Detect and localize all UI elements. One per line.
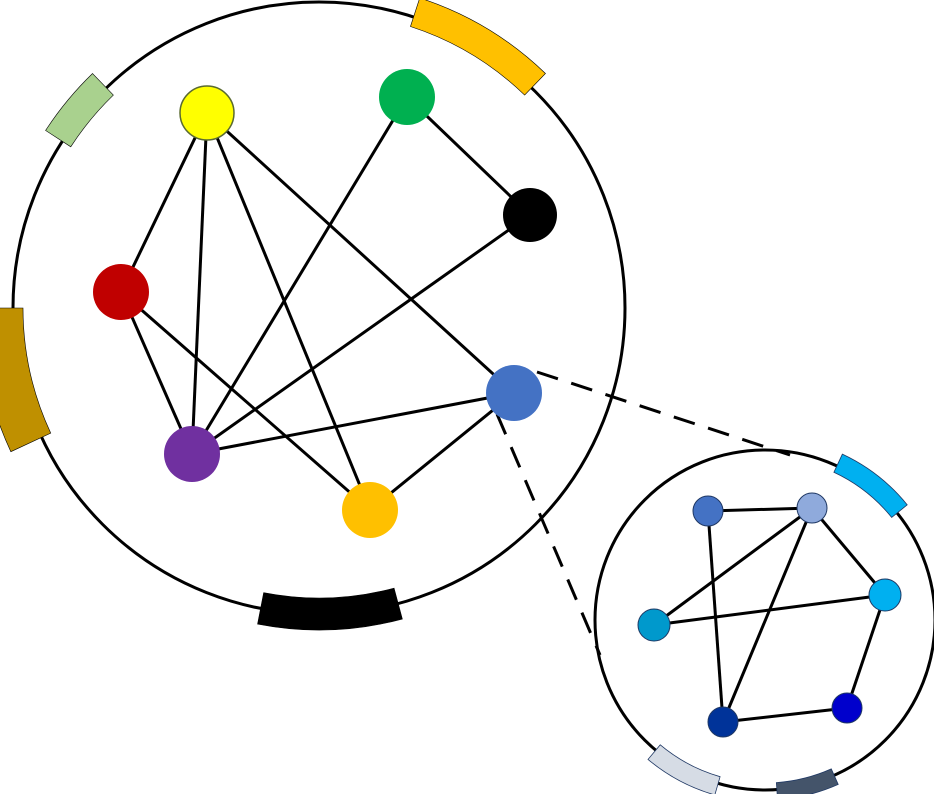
sub-node-s6 <box>831 692 863 724</box>
sub-node-s3 <box>868 578 902 612</box>
sub-node-s2 <box>796 492 828 524</box>
main-edge-green-purple <box>190 96 409 455</box>
main-arc-2 <box>410 0 546 96</box>
main-edge-yellow-red <box>119 112 209 293</box>
main-arc-1 <box>45 73 114 148</box>
main-network-nodes <box>93 69 557 538</box>
main-edge-yellow-purple <box>190 112 209 455</box>
main-edge-red-purple <box>119 291 194 455</box>
sub-network-edges <box>653 506 887 724</box>
main-node-yellow <box>179 85 235 141</box>
sub-node-s4 <box>637 608 671 642</box>
sub-node-s1 <box>692 495 724 527</box>
sub-arc-1 <box>833 453 908 518</box>
main-edge-yellow-blue <box>205 111 516 395</box>
sub-network-arcs <box>647 453 908 794</box>
main-edge-green-black <box>405 95 532 217</box>
main-edge-purple-blue <box>191 391 515 456</box>
sub-network-boundary <box>593 448 934 792</box>
main-edge-orange-blue <box>369 391 515 512</box>
sub-network-nodes <box>637 492 902 738</box>
main-node-black <box>503 188 557 242</box>
sub-edge-s4-s3 <box>653 593 886 627</box>
sub-arc-3 <box>775 768 839 794</box>
sub-edge-s2-s4 <box>653 506 813 627</box>
main-edge-red-orange <box>120 290 371 512</box>
main-arc-4 <box>257 587 403 631</box>
sub-node-s5 <box>707 706 739 738</box>
main-network-arcs <box>0 0 546 631</box>
main-node-orange <box>342 482 398 538</box>
main-node-red <box>93 264 149 320</box>
main-arc-3 <box>0 307 52 453</box>
zoom-connector-lower <box>495 413 602 656</box>
main-node-purple <box>164 426 220 482</box>
sub-edge-s2-s5 <box>721 507 814 723</box>
main-node-blue <box>486 365 542 421</box>
sub-edge-s1-s2 <box>707 506 813 513</box>
sub-edge-s5-s6 <box>722 706 848 724</box>
sub-arc-2 <box>647 744 721 794</box>
main-edge-black-purple <box>191 213 531 456</box>
zoom-connector-upper <box>536 370 791 457</box>
sub-edge-s3-s6 <box>845 594 887 709</box>
main-edge-yellow-orange <box>205 112 372 511</box>
main-network-edges <box>119 95 532 512</box>
sub-edge-s2-s3 <box>810 507 887 596</box>
main-node-green <box>379 69 435 125</box>
